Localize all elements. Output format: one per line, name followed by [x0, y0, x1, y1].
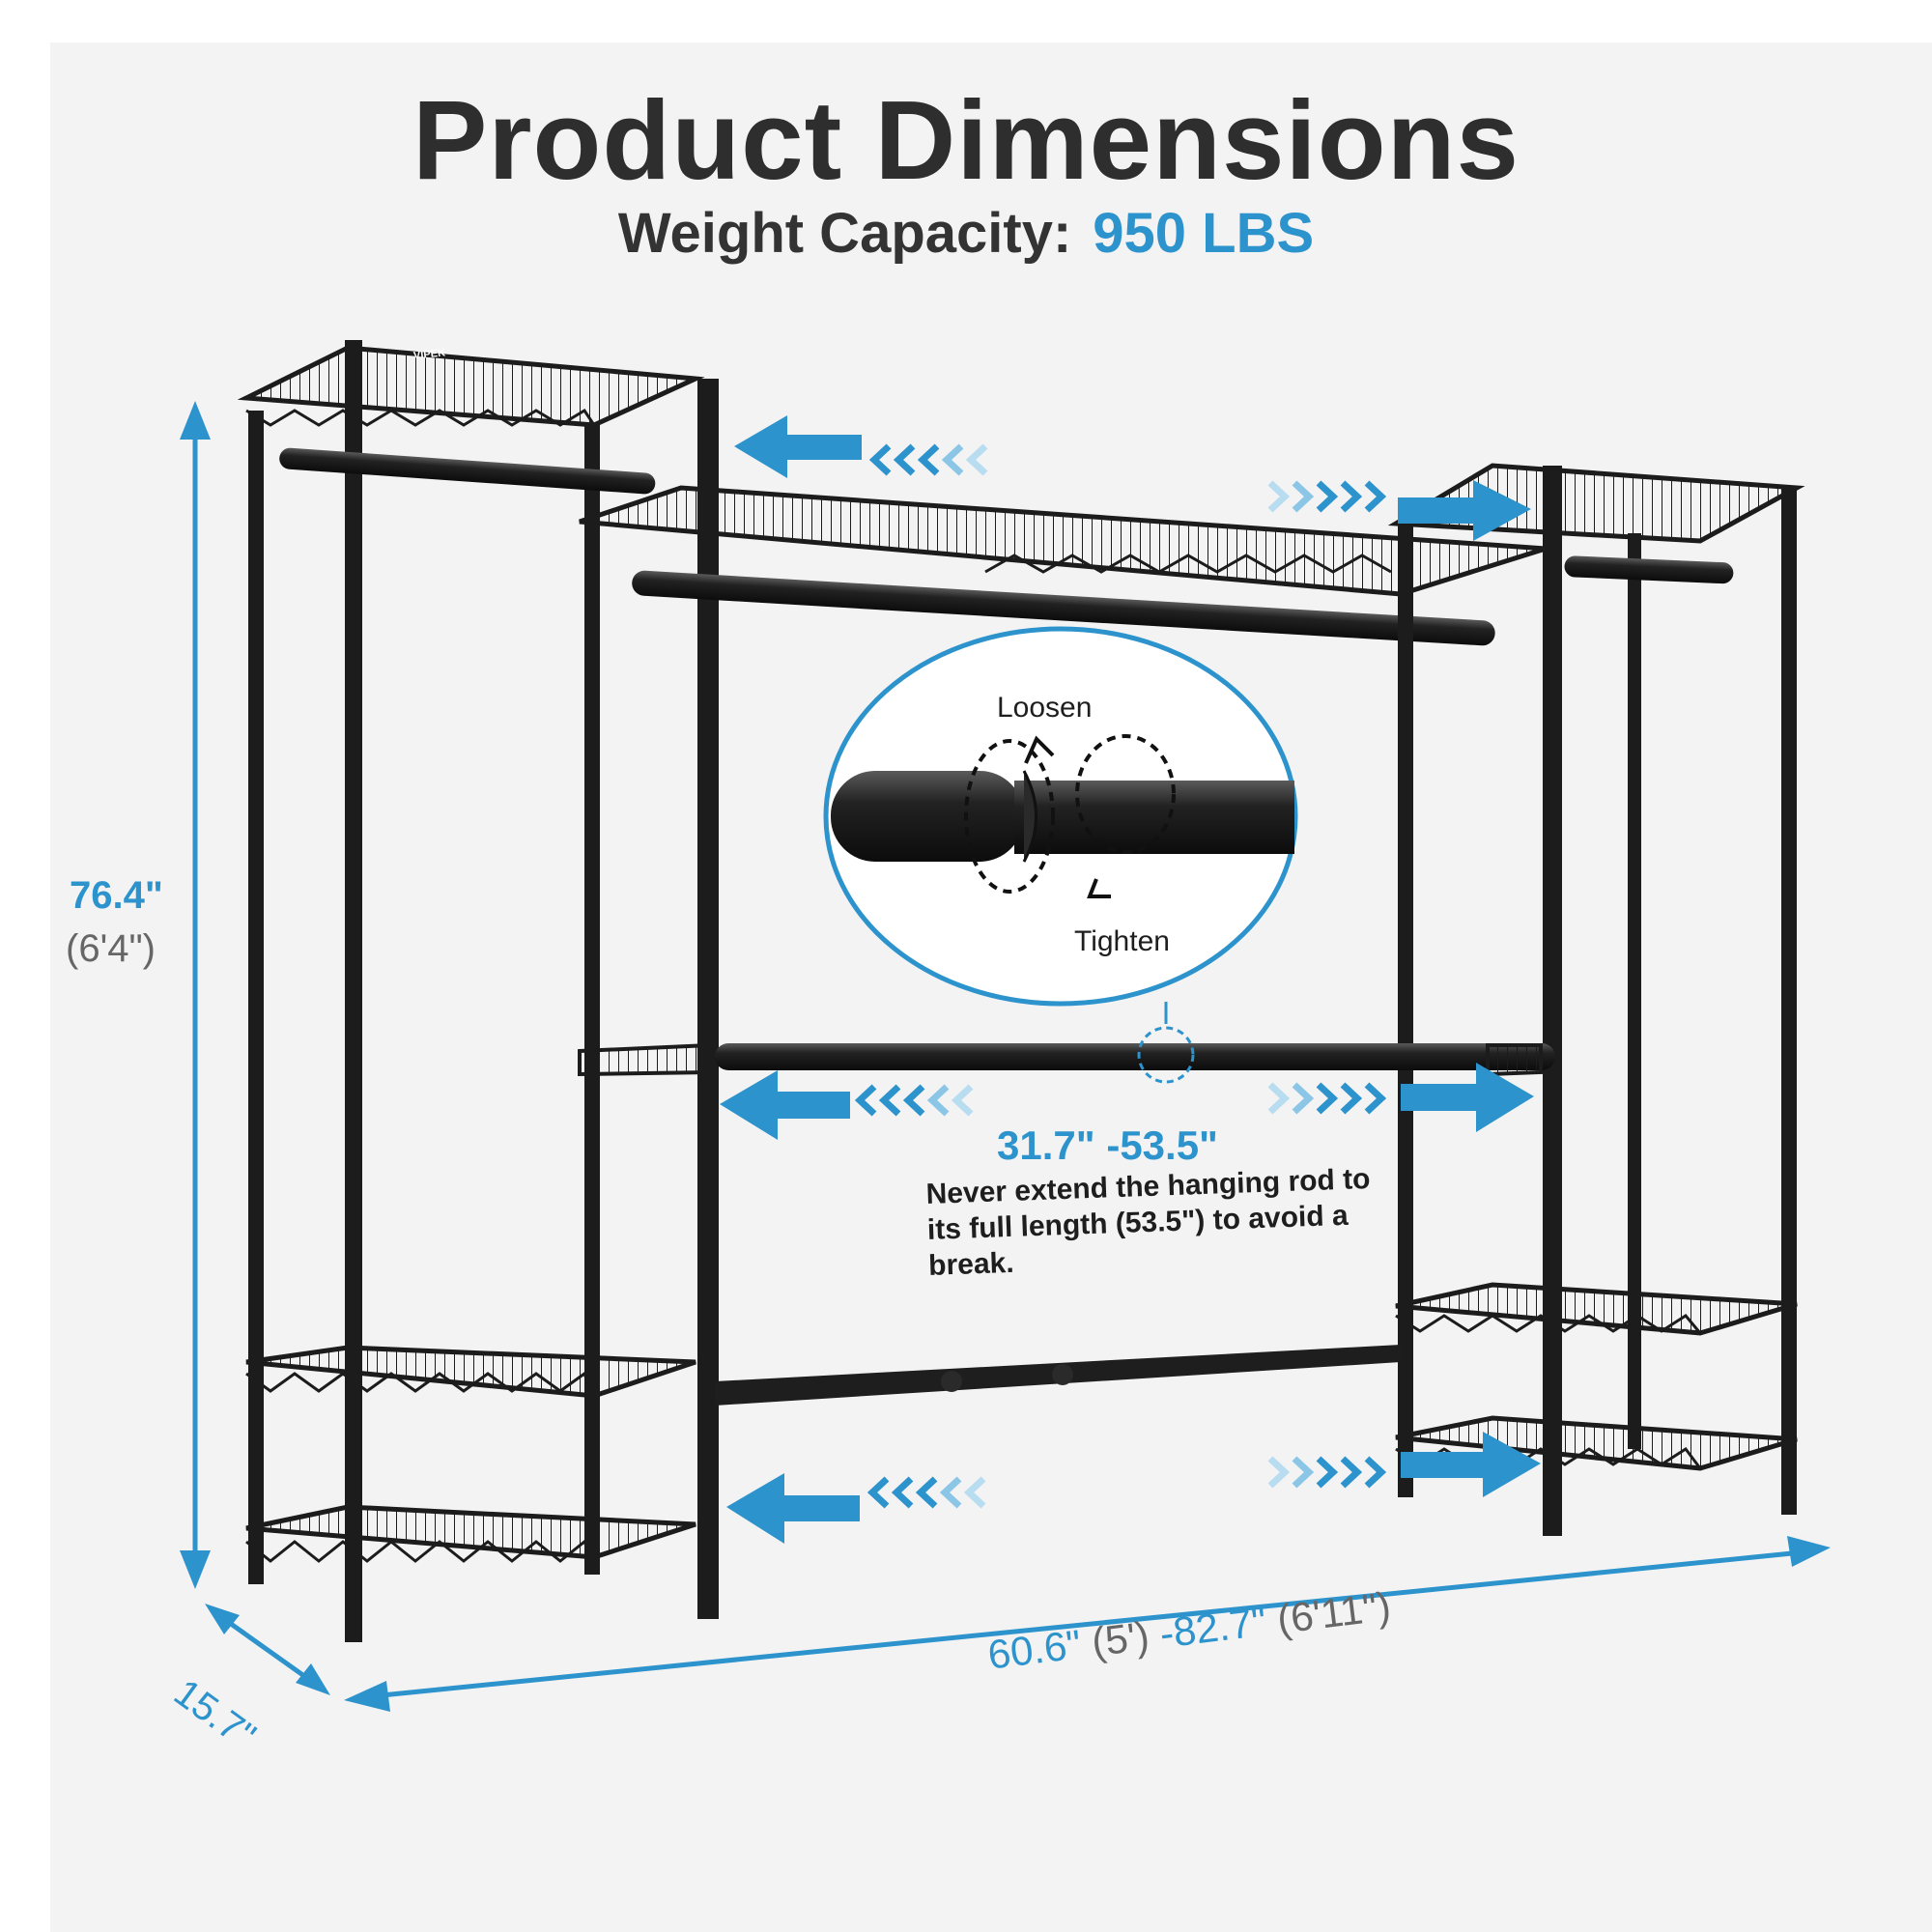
weight-capacity-value: 950 LBS	[1093, 202, 1315, 265]
depth-dimension	[205, 1604, 330, 1695]
right-hanging-rod	[1564, 555, 1734, 584]
weight-capacity-label: Weight Capacity:	[617, 202, 1072, 265]
right-bottom-shelf-1	[1395, 1282, 1798, 1336]
arrow-left-mid	[720, 1070, 850, 1140]
right-tower	[1387, 463, 1805, 1536]
page-title: Product Dimensions	[412, 77, 1520, 203]
left-top-shelf	[237, 345, 705, 428]
rod-range-value: 31.7" -53.5"	[997, 1122, 1218, 1168]
middle-top-rod	[632, 570, 1495, 646]
height-dimension	[180, 401, 211, 1589]
callout-target-circle	[1137, 1026, 1195, 1084]
middle-hanging-rod	[715, 1043, 1555, 1070]
height-feet: (6'4")	[66, 927, 156, 970]
chevron-marks	[854, 443, 1387, 1509]
callout-rod-thick	[831, 771, 1024, 862]
left-hanging-rod	[279, 447, 656, 495]
warning-text: Never extend the hanging rod to its full…	[925, 1162, 1372, 1282]
extension-arrows	[720, 415, 1541, 1544]
height-inches: 76.4"	[70, 874, 163, 917]
arrow-right-mid	[1401, 1063, 1534, 1132]
arrow-right-low	[1401, 1432, 1541, 1497]
arrow-left-top	[734, 415, 862, 478]
rod-callout	[823, 626, 1298, 1084]
arrow-right-top	[1398, 480, 1531, 541]
left-tower	[237, 340, 719, 1642]
middle-rod-bracket-left	[578, 1042, 712, 1077]
loosen-label: Loosen	[997, 692, 1093, 724]
weight-capacity-line: Weight Capacity: 950 LBS	[0, 201, 1932, 266]
arrow-left-low	[726, 1473, 860, 1544]
width-min-feet: (5')	[1089, 1612, 1152, 1665]
tighten-label: Tighten	[1074, 925, 1170, 957]
width-dimension	[344, 1536, 1831, 1712]
left-bottom-shelf-2	[245, 1504, 696, 1560]
middle-rod-bracket-right	[1486, 1043, 1543, 1077]
